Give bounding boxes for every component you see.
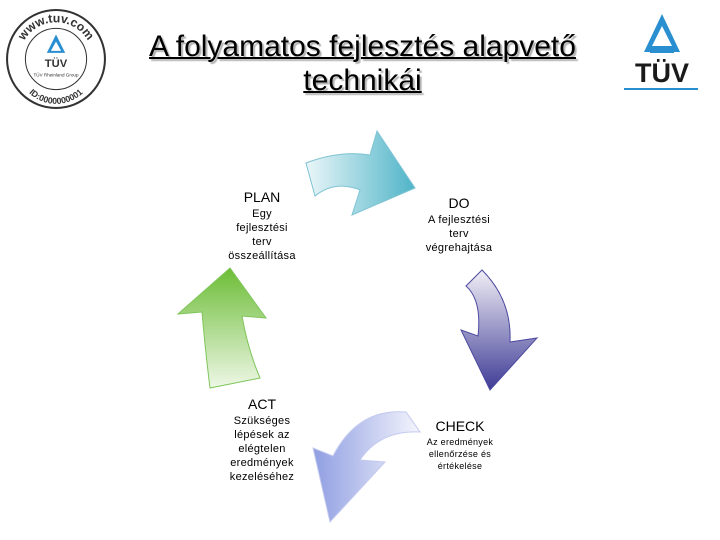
plan-desc-line: Egy [252, 208, 272, 220]
act-desc-line: elégtelen [238, 443, 286, 455]
check-desc-line: értékelése [437, 461, 483, 471]
act-title: ACT [248, 396, 276, 412]
arrow-plan-to-do [305, 129, 416, 216]
do-title: DO [448, 195, 470, 211]
plan-desc-line: fejlesztési [236, 222, 288, 234]
do-desc-line: A fejlesztési [428, 214, 490, 226]
check-desc-line: ellenőrzése és [428, 449, 492, 459]
do-desc-line: végrehajtása [425, 242, 493, 254]
act-desc-line: kezeléséhez [229, 471, 295, 483]
act-desc-line: lépések az [234, 429, 290, 441]
seal-group: TÜV Rheinland Group [33, 71, 78, 77]
act-desc-line: Szükséges [233, 415, 291, 427]
do-desc-line: terv [449, 228, 469, 240]
plan-desc-line: összeállítása [228, 250, 296, 262]
tuv-seal-logo: www.tuv.com ID:0000000001 TÜV TÜV Rheinl… [6, 9, 106, 109]
arrow-do-check [460, 269, 539, 391]
tuv-logo-underline [624, 88, 698, 90]
plan-title: PLAN [243, 189, 281, 205]
plan-desc-line: terv [252, 236, 272, 248]
check-label: CHECK Az eredmények ellenőrzése és érték… [418, 418, 502, 472]
tuv-logo-word: TÜV [635, 58, 689, 88]
tuv-logo [644, 14, 680, 53]
arrow-act-to-plan [176, 267, 268, 389]
act-desc-line: eredmények [230, 457, 294, 469]
seal-name: TÜV [45, 57, 68, 70]
check-desc-line: Az eredmények [426, 437, 494, 447]
check-title: CHECK [435, 418, 485, 434]
page-title: A folyamatos fejlesztés alapvető technik… [149, 30, 576, 97]
do-label: DO A fejlesztési terv végrehajtása [414, 195, 504, 255]
plan-label: PLAN Egy fejlesztési terv összeállítása [222, 189, 302, 263]
arrow-check-to-act [312, 411, 421, 524]
act-label: ACT Szükséges lépések az elégtelen eredm… [222, 396, 302, 484]
